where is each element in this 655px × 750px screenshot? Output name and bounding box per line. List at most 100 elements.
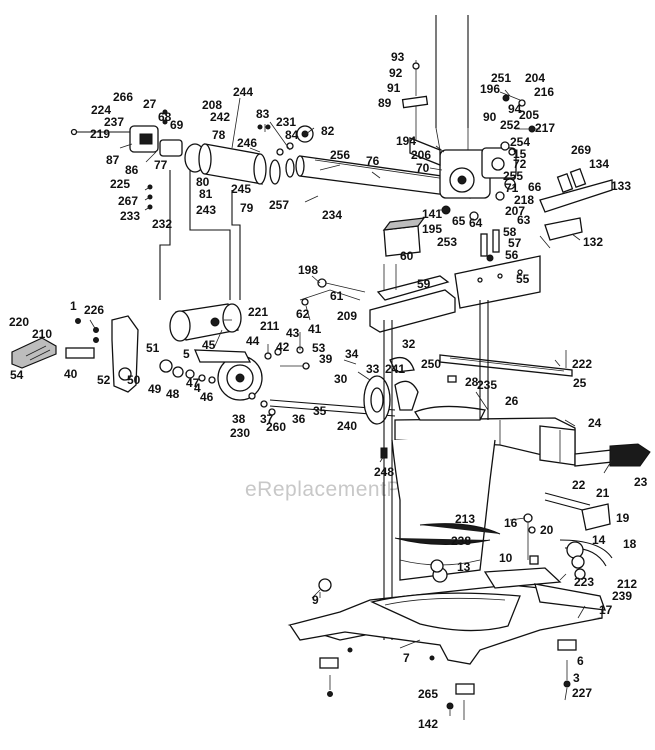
part-label: 52 [97, 373, 111, 387]
part-label: 94 [508, 102, 522, 116]
part-label: 16 [504, 516, 518, 530]
part-label: 207 [505, 204, 525, 218]
part-label: 38 [232, 412, 246, 426]
part-label: 40 [64, 367, 78, 381]
parts-artwork [11, 15, 651, 720]
part-label: 204 [525, 71, 545, 85]
part-label: 76 [366, 154, 380, 168]
part-label: 64 [469, 216, 483, 230]
part-label: 79 [240, 201, 254, 215]
part-label: 208 [202, 98, 222, 112]
part-label: 224 [91, 103, 111, 117]
part-label: 246 [237, 136, 257, 150]
part-label: 70 [416, 161, 430, 175]
part-label: 220 [9, 315, 29, 329]
part-label: 15 [513, 147, 527, 161]
part-label: 256 [330, 148, 350, 162]
part-label: 41 [308, 322, 322, 336]
part-label: 230 [230, 426, 250, 440]
part-label: 68 [158, 110, 172, 124]
part-label: 213 [455, 512, 475, 526]
part-label: 48 [166, 387, 180, 401]
part-label: 248 [374, 465, 394, 479]
part-label: 217 [535, 121, 555, 135]
part-label: 54 [10, 368, 24, 382]
part-label: 37 [260, 412, 274, 426]
part-label: 89 [378, 96, 392, 110]
part-label: 45 [202, 338, 216, 352]
part-label: 260 [266, 420, 286, 434]
part-label: 206 [411, 148, 431, 162]
part-label: 34 [345, 347, 359, 361]
part-label: 59 [417, 277, 431, 291]
part-label: 63 [517, 213, 531, 227]
part-label: 4 [194, 381, 201, 395]
part-label: 65 [452, 214, 466, 228]
part-label: 269 [571, 143, 591, 157]
part-label: 71 [505, 181, 519, 195]
part-label: 39 [319, 352, 333, 366]
part-label: 227 [572, 686, 592, 700]
part-label: 30 [334, 372, 348, 386]
part-label: 90 [483, 110, 497, 124]
part-label: 250 [421, 357, 441, 371]
part-label: 194 [396, 134, 416, 148]
part-label: 240 [337, 419, 357, 433]
part-label: 42 [276, 340, 290, 354]
part-label: 252 [500, 118, 520, 132]
part-label: 254 [510, 135, 530, 149]
part-label: 244 [233, 85, 253, 99]
part-label: 23 [634, 475, 648, 489]
part-label: 232 [152, 217, 172, 231]
part-label: 212 [617, 577, 637, 591]
part-label: 219 [90, 127, 110, 141]
part-label: 235 [477, 378, 497, 392]
part-label: 265 [418, 687, 438, 701]
part-label: 134 [589, 157, 609, 171]
part-label: 257 [269, 198, 289, 212]
part-label: 27 [143, 97, 157, 111]
part-label: 7 [403, 651, 410, 665]
part-label: 81 [199, 187, 213, 201]
part-label: 216 [534, 85, 554, 99]
part-label: 55 [516, 272, 530, 286]
part-label: 26 [505, 394, 519, 408]
part-label: 267 [118, 194, 138, 208]
part-label: 91 [387, 81, 401, 95]
part-label: 196 [480, 82, 500, 96]
part-label: 211 [260, 319, 280, 333]
table-assembly [383, 300, 576, 640]
part-label: 221 [248, 305, 268, 319]
part-label: 19 [616, 511, 630, 525]
part-label: 83 [256, 107, 270, 121]
part-label: 80 [196, 175, 210, 189]
part-label: 198 [298, 263, 318, 277]
part-label: 92 [389, 66, 403, 80]
right-gearbox [409, 91, 540, 221]
part-label: 78 [212, 128, 226, 142]
part-label: 25 [573, 376, 587, 390]
part-label: 36 [292, 412, 306, 426]
part-label: 53 [312, 341, 326, 355]
upper-shaft-assembly [70, 121, 471, 199]
part-label: 226 [84, 303, 104, 317]
part-label: 133 [611, 179, 631, 193]
part-label: 3 [573, 671, 580, 685]
part-label: 17 [599, 603, 613, 617]
part-label: 44 [246, 334, 260, 348]
part-label: 84 [285, 128, 299, 142]
part-label: 72 [513, 157, 527, 171]
part-label: 222 [572, 357, 592, 371]
part-label: 223 [574, 575, 594, 589]
part-label: 82 [321, 124, 335, 138]
part-label: 1 [70, 299, 77, 313]
motor [169, 303, 242, 342]
part-label: 234 [322, 208, 342, 222]
part-label: 9 [312, 593, 319, 607]
part-label: 5 [183, 347, 190, 361]
part-label: 51 [146, 341, 160, 355]
part-label: 132 [583, 235, 603, 249]
part-label: 218 [514, 193, 534, 207]
part-label: 242 [210, 110, 230, 124]
